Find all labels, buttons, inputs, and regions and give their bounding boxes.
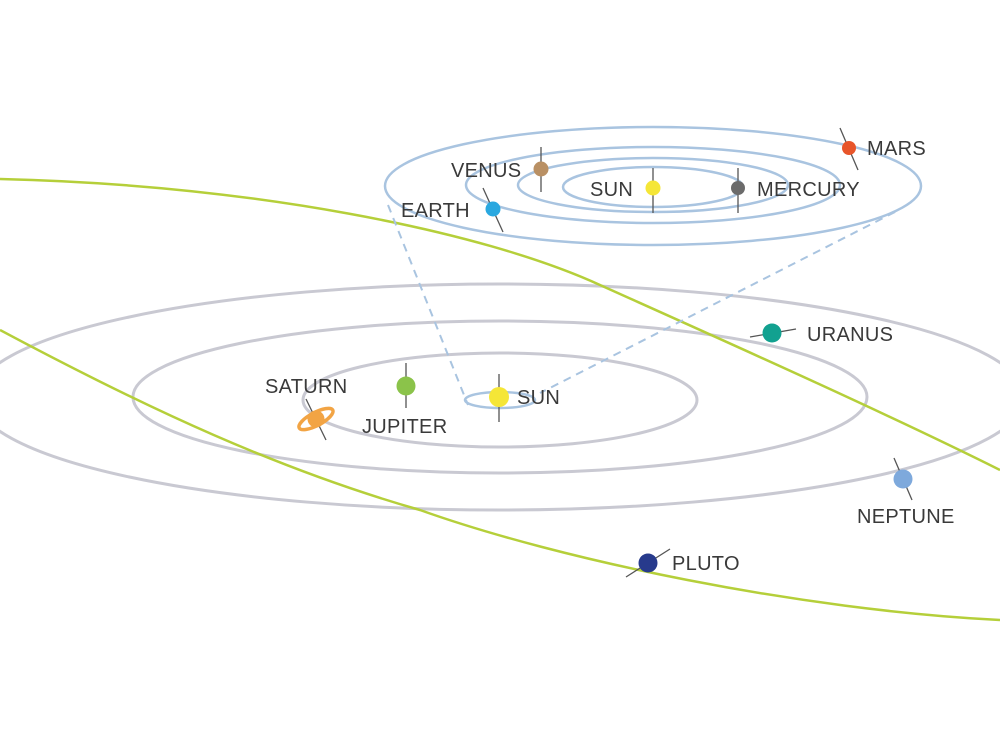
pluto-marker: PLUTO: [625, 548, 740, 578]
pluto-orbit-lower: [0, 328, 1000, 622]
uranus-label: URANUS: [807, 324, 893, 346]
neptune-orbit: [0, 282, 1000, 512]
mercury-planet: [731, 181, 745, 195]
inner-sun: [645, 180, 661, 196]
outer-orbits: [0, 282, 1000, 512]
pluto-planet: [638, 553, 658, 573]
outer-sun: [489, 387, 509, 407]
venus-marker: VENUS: [451, 147, 549, 192]
earth-orbit: [464, 145, 842, 225]
inner-bodies: MARS VENUS SUN MERCURY EARTH: [401, 127, 926, 233]
mercury-marker: MERCURY: [731, 168, 860, 213]
mercury-label: MERCURY: [757, 179, 860, 201]
mars-orbit: [383, 125, 923, 247]
zoom-line-right: [539, 211, 896, 394]
inner-sun-label: SUN: [590, 179, 633, 201]
uranus-marker: URANUS: [749, 323, 893, 346]
zoom-line-left: [387, 204, 469, 406]
neptune-label: NEPTUNE: [857, 506, 955, 528]
jupiter-label: JUPITER: [362, 416, 447, 438]
jupiter-orbit: [301, 351, 699, 449]
venus-label: VENUS: [451, 160, 521, 182]
outer-bodies: URANUS JUPITER SUN SATURN NEPTUNE PLUTO: [265, 323, 955, 578]
pluto-label: PLUTO: [672, 553, 740, 575]
saturn-marker: SATURN: [265, 376, 348, 441]
neptune-marker: NEPTUNE: [857, 457, 955, 528]
saturn-label: SATURN: [265, 376, 348, 398]
neptune-planet: [893, 469, 913, 489]
uranus-planet: [762, 323, 782, 343]
jupiter-planet: [396, 376, 416, 396]
venus-planet: [533, 161, 549, 177]
outer-sun-marker: SUN: [489, 374, 560, 422]
saturn-planet: [307, 410, 325, 428]
zoom-connector: [387, 204, 896, 406]
inner-sun-marker: SUN: [590, 168, 661, 213]
outer-sun-label: SUN: [517, 387, 560, 409]
mars-planet: [842, 141, 856, 155]
earth-label: EARTH: [401, 200, 470, 222]
pluto-orbit-upper: [0, 177, 1000, 472]
mars-label: MARS: [867, 138, 926, 160]
mars-marker: MARS: [839, 127, 926, 171]
earth-marker: EARTH: [401, 187, 504, 233]
pluto-orbit: [0, 177, 1000, 622]
earth-planet: [485, 201, 501, 217]
jupiter-marker: JUPITER: [362, 363, 447, 438]
